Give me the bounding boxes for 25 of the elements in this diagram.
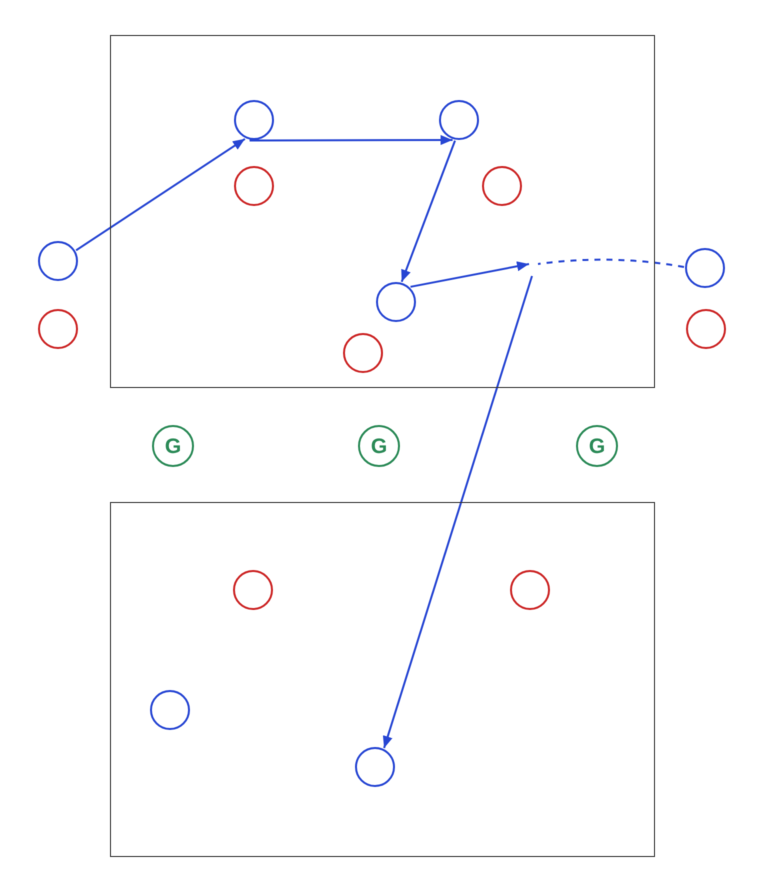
player-circle <box>439 100 479 140</box>
player-circle <box>233 570 273 610</box>
circled-letter: G <box>358 425 400 467</box>
player-circle <box>685 248 725 288</box>
player-circle <box>38 309 78 349</box>
player-circle <box>482 166 522 206</box>
player-circle <box>150 690 190 730</box>
arrow <box>382 276 533 748</box>
arrow <box>250 135 453 146</box>
player-circle <box>376 282 416 322</box>
circled-letter: G <box>152 425 194 467</box>
dashed-line <box>538 258 684 268</box>
player-circle <box>38 241 78 281</box>
arrow <box>410 261 530 288</box>
arrow <box>76 138 246 252</box>
player-circle <box>686 309 726 349</box>
player-circle <box>355 747 395 787</box>
zone-frame <box>110 35 655 388</box>
arrow <box>400 140 456 282</box>
player-circle <box>510 570 550 610</box>
player-circle <box>234 166 274 206</box>
zone-frame <box>110 502 655 857</box>
player-circle <box>343 333 383 373</box>
circled-letter: G <box>576 425 618 467</box>
player-circle <box>234 100 274 140</box>
